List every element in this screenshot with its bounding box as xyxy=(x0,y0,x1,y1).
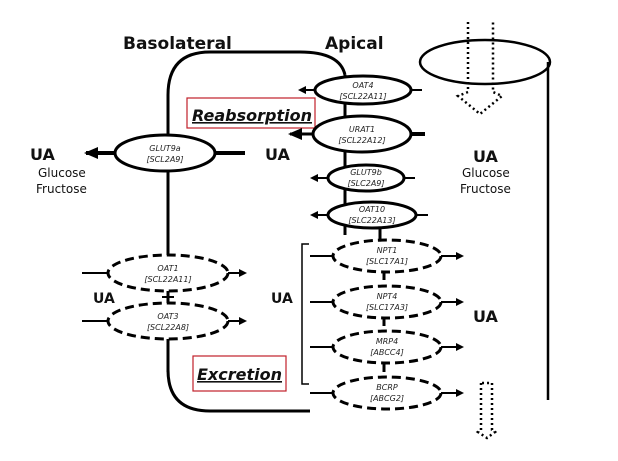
transporter-name: OAT3 xyxy=(157,312,178,321)
transporter-name: NPT4 xyxy=(377,292,398,301)
transporter-oat1: OAT1 [SCL22A11] xyxy=(82,253,247,293)
glucose-label-lumen: Glucose xyxy=(462,166,510,180)
ua-label-cell-top: UA xyxy=(265,145,291,164)
transporter-urat1: URAT1 [SCL22A12] xyxy=(288,114,425,154)
efflux-bracket xyxy=(301,243,309,385)
glucose-label-blood: Glucose xyxy=(38,166,86,180)
transporter-name: GLUT9a xyxy=(149,144,180,153)
transporter-name: NPT1 xyxy=(377,246,398,255)
transporter-gene: [SCL2A9] xyxy=(146,155,183,164)
fructose-label-blood: Fructose xyxy=(36,182,87,196)
transporter-mrp4: MRP4 [ABCC4] xyxy=(310,329,464,365)
transporter-gene: [SCL22A11] xyxy=(339,92,386,101)
transporter-name: OAT4 xyxy=(352,81,373,90)
transporter-gene: [SLC17A3] xyxy=(366,303,408,312)
ua-label-lumen-top: UA xyxy=(473,147,499,166)
ua-label-lumen-bottom: UA xyxy=(473,307,499,326)
ua-label-blood-bottom: UA xyxy=(93,291,115,307)
transporter-name: URAT1 xyxy=(349,125,375,134)
transporter-gene: [ABCC4] xyxy=(370,348,403,357)
transporter-gene: [SLC2A9] xyxy=(347,179,384,188)
transporter-name: OAT10 xyxy=(359,205,385,214)
basolateral-label: Basolateral xyxy=(123,34,232,54)
transporter-oat4: OAT4 [SCL22A11] xyxy=(298,74,422,106)
ua-label-cell-bottom: UA xyxy=(271,291,293,307)
transporter-name: OAT1 xyxy=(157,264,178,273)
transporter-glut9b: GLUT9b [SLC2A9] xyxy=(310,163,415,193)
transporter-oat3: OAT3 [SCL22A8] xyxy=(82,301,247,341)
transporter-gene: [SLC17A1] xyxy=(366,257,408,266)
dotted-flow-arrow-top xyxy=(455,22,505,116)
excretion-label: Excretion xyxy=(197,365,282,384)
transporter-bcrp: BCRP [ABCG2] xyxy=(310,375,464,411)
reabsorption-label: Reabsorption xyxy=(192,106,312,125)
transporter-name: MRP4 xyxy=(376,337,398,346)
transporter-gene: [SLC22A13] xyxy=(348,216,395,225)
transporter-gene: [SCL22A8] xyxy=(147,323,189,332)
transporter-name: BCRP xyxy=(376,383,398,392)
transporter-glut9a: GLUT9a [SCL2A9] xyxy=(84,133,245,255)
transporter-gene: [ABCG2] xyxy=(370,394,404,403)
apical-label: Apical xyxy=(325,34,384,54)
reabsorption-box xyxy=(186,97,316,129)
transporter-npt4: NPT4 [SLC17A3] xyxy=(310,284,464,320)
transporter-name: GLUT9b xyxy=(350,168,382,177)
fructose-label-lumen: Fructose xyxy=(460,182,511,196)
transporter-gene: [SCL22A12] xyxy=(338,136,385,145)
ua-label-blood: UA xyxy=(30,145,56,164)
transporter-oat10: OAT10 [SLC22A13] xyxy=(310,200,428,230)
excretion-box xyxy=(192,355,287,392)
dotted-flow-arrow-bottom xyxy=(475,381,498,440)
transporter-gene: [SCL22A11] xyxy=(144,275,191,284)
transporter-npt1: NPT1 [SLC17A1] xyxy=(310,238,464,274)
lumen-opening xyxy=(418,38,552,86)
